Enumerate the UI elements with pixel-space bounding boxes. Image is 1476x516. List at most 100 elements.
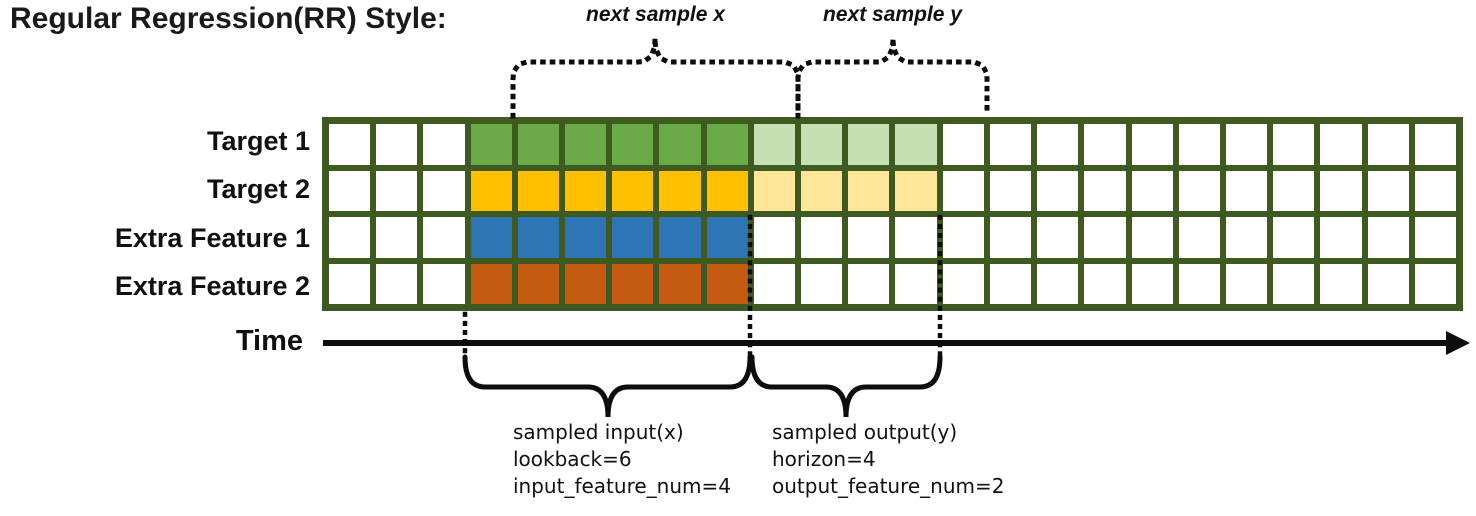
grid-cell [989, 217, 1032, 258]
grid-cell [1225, 124, 1268, 165]
grid-cell [612, 124, 654, 165]
output-feature-num-value: output_feature_num=2 [772, 474, 1005, 498]
grid-cell [1037, 217, 1079, 258]
sampled-output-title: sampled output(y) [772, 420, 958, 444]
sampled-output-brace [749, 354, 943, 418]
grid-cell [706, 170, 748, 211]
grid-cell [989, 124, 1032, 165]
grid-cell [1367, 170, 1409, 211]
grid-cell [1225, 170, 1268, 211]
grid-cell [1084, 124, 1126, 165]
grid-cell [659, 217, 701, 258]
grid-cell [659, 170, 701, 211]
time-axis-arrowhead [1446, 331, 1470, 355]
next-sample-y-label: next sample y [823, 3, 962, 26]
grid-cell [565, 170, 607, 211]
grid-cell [659, 124, 701, 165]
grid-cell [376, 124, 418, 165]
grid-cell [848, 170, 890, 211]
lookback-value: lookback=6 [513, 447, 632, 471]
grid-cell [1084, 170, 1126, 211]
horizon-value: horizon=4 [772, 447, 876, 471]
grid-cell [895, 124, 937, 165]
row-label: Extra Feature 1 [114, 222, 310, 253]
grid-cell [470, 263, 512, 304]
grid-cell [1131, 217, 1173, 258]
grid-cell [1273, 124, 1315, 165]
sampled-output-note: sampled output(y) horizon=4 output_featu… [772, 419, 1005, 500]
grid-cell [1320, 124, 1362, 165]
grid-cell [989, 263, 1032, 304]
grid-cell [1178, 217, 1220, 258]
grid-cell [565, 217, 607, 258]
grid-cell [423, 217, 465, 258]
grid-cell [1414, 263, 1456, 304]
row-label: Target 1 [206, 125, 310, 156]
sampled-input-note: sampled input(x) lookback=6 input_featur… [513, 419, 731, 500]
grid-cell [895, 170, 937, 211]
sample-grid [322, 117, 1463, 311]
next-sample-y-brace [795, 37, 990, 119]
grid-cell [1414, 217, 1456, 258]
grid-cell [376, 263, 418, 304]
grid-cell [423, 170, 465, 211]
grid-cell [376, 217, 418, 258]
grid-cell [1131, 170, 1173, 211]
row-label: Target 2 [206, 174, 310, 205]
grid-cell [753, 124, 796, 165]
grid-cell [517, 124, 560, 165]
grid-cell [801, 263, 843, 304]
grid-cell [1320, 263, 1362, 304]
grid-cell [1367, 124, 1409, 165]
grid-cell [565, 124, 607, 165]
grid-cell [1320, 170, 1362, 211]
sampled-input-brace [462, 354, 753, 418]
grid-cell [517, 217, 560, 258]
grid-cell [1273, 170, 1315, 211]
grid-cell [848, 263, 890, 304]
grid-cell [329, 170, 371, 211]
grid-cell [1367, 263, 1409, 304]
grid-cell [706, 263, 748, 304]
sampled-input-title: sampled input(x) [513, 420, 684, 444]
grid-cell [753, 217, 796, 258]
grid-cell [942, 217, 984, 258]
grid-cell [942, 263, 984, 304]
grid-cell [1178, 263, 1220, 304]
grid-cell [1131, 263, 1173, 304]
grid-cell [329, 217, 371, 258]
grid-cell [423, 263, 465, 304]
grid-cell [470, 217, 512, 258]
grid-cell [612, 170, 654, 211]
grid-cell [706, 124, 748, 165]
grid-cell [895, 217, 937, 258]
grid-cell [517, 170, 560, 211]
next-sample-x-brace [510, 37, 801, 119]
grid-cell [470, 170, 512, 211]
grid-cell [1037, 263, 1079, 304]
grid-cell [612, 263, 654, 304]
grid-cell [423, 124, 465, 165]
time-axis-label: Time [235, 325, 303, 357]
grid-cell [753, 263, 796, 304]
grid-cell [470, 124, 512, 165]
grid-cell [1414, 170, 1456, 211]
grid-cell [1225, 217, 1268, 258]
grid-cell [801, 124, 843, 165]
grid-cell [659, 263, 701, 304]
grid-cell [1037, 124, 1079, 165]
grid-cell [801, 217, 843, 258]
grid-cell [1037, 170, 1079, 211]
grid-cell [1084, 217, 1126, 258]
grid-cell [753, 170, 796, 211]
grid-cell [801, 170, 843, 211]
grid-cell [895, 263, 937, 304]
grid-cell [1367, 217, 1409, 258]
grid-cell [329, 124, 371, 165]
grid-cell [376, 170, 418, 211]
grid-cell [1178, 124, 1220, 165]
grid-cell [942, 170, 984, 211]
row-label: Extra Feature 2 [114, 271, 310, 302]
grid-cell [989, 170, 1032, 211]
